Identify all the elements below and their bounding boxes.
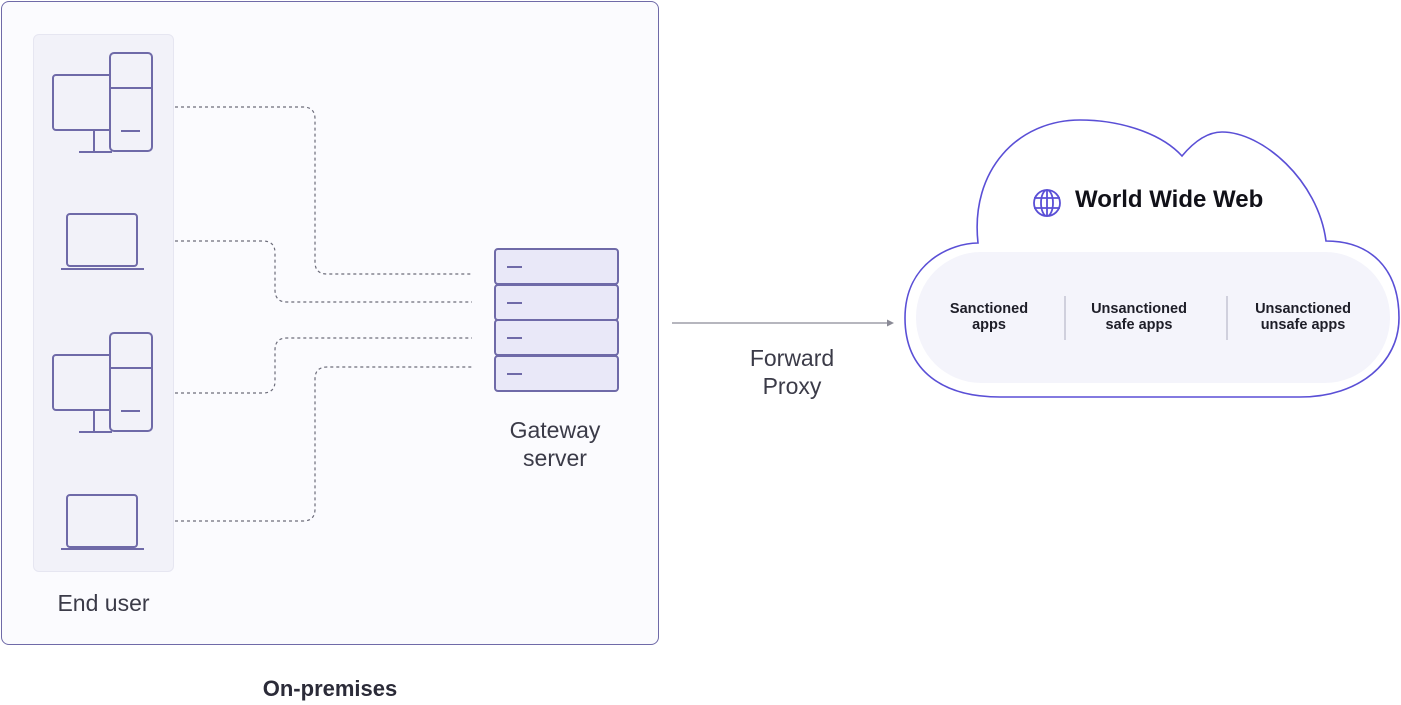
laptop-icon (61, 213, 144, 270)
app-label-line1: Unsanctioned (1091, 301, 1187, 317)
world-wide-web-title: World Wide Web (1075, 186, 1264, 213)
on-premises-label: On-premises (262, 676, 398, 701)
gateway-server-label: Gateway server (470, 416, 640, 472)
desktop-computer-icon (52, 52, 153, 153)
gateway-label-line2: server (523, 445, 587, 471)
app-label-line2: apps (972, 317, 1006, 333)
apps-band (916, 252, 1390, 383)
server-slot-marks (507, 266, 522, 375)
forward-proxy-label: Forward Proxy (712, 344, 872, 400)
app-category-unsanctioned-safe: Unsanctioned safe apps (1074, 301, 1204, 333)
app-label-line2: unsafe apps (1260, 317, 1346, 333)
app-category-unsanctioned-unsafe: Unsanctioned unsafe apps (1238, 301, 1368, 333)
app-category-sanctioned: Sanctioned apps (934, 301, 1044, 333)
connector-line-3 (175, 337, 472, 394)
app-label-line1: Sanctioned (949, 301, 1029, 317)
globe-icon (1033, 189, 1061, 217)
app-dividers (1064, 296, 1228, 340)
connector-line-4 (175, 366, 472, 522)
laptop-icon (61, 494, 144, 550)
proxy-label-line1: Forward (749, 345, 835, 371)
connector-line-1 (175, 106, 472, 275)
gateway-label-line1: Gateway (509, 417, 601, 443)
end-user-label: End user (57, 590, 150, 616)
app-label-line1: Unsanctioned (1255, 301, 1351, 317)
server-rack-icon (494, 248, 619, 392)
proxy-label-line2: Proxy (762, 373, 822, 399)
proxy-arrow (672, 319, 894, 327)
connector-line-2 (175, 240, 472, 303)
app-label-line2: safe apps (1105, 317, 1173, 333)
desktop-computer-icon (52, 332, 153, 433)
